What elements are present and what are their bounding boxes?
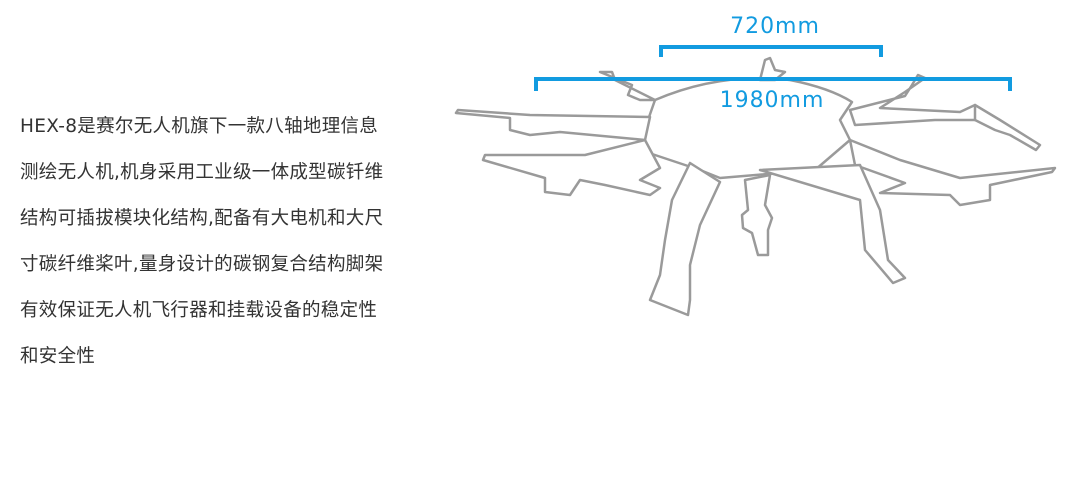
description-line: HEX-8是赛尔无人机旗下一款八轴地理信息	[20, 116, 379, 137]
drone-outline	[454, 56, 1057, 317]
center-span-bracket	[659, 45, 883, 57]
drone-arm	[598, 70, 657, 102]
drone-landing-gear	[758, 163, 907, 285]
drone-arm	[758, 56, 787, 82]
drone-arm	[454, 108, 652, 142]
description-line: 测绘无人机,机身采用工业级一体成型碳钎维	[20, 162, 384, 183]
drone-arm	[481, 138, 662, 197]
description-line: 结构可插拔模块化结构,配备有大电机和大尺	[20, 208, 384, 229]
drone-landing-gear	[648, 161, 722, 317]
description-line: 寸碳纤维桨叶,量身设计的碳钢复合结构脚架	[20, 254, 384, 275]
drone-arm	[848, 73, 987, 127]
product-description: HEX-8是赛尔无人机旗下一款八轴地理信息 测绘无人机,机身采用工业级一体成型碳…	[20, 104, 450, 380]
drone-arm	[848, 138, 1057, 207]
center-span-label: 720mm	[730, 14, 820, 39]
drone-camera	[740, 173, 774, 257]
dimension-lines	[534, 45, 1012, 91]
total-span-bracket	[534, 77, 1012, 91]
drone-arm	[973, 103, 1042, 152]
description-line: 有效保证无人机飞行器和挂载设备的稳定性	[20, 300, 378, 321]
description-line: 和安全性	[20, 346, 96, 367]
drone-body	[638, 77, 854, 180]
total-span-label: 1980mm	[719, 88, 825, 113]
